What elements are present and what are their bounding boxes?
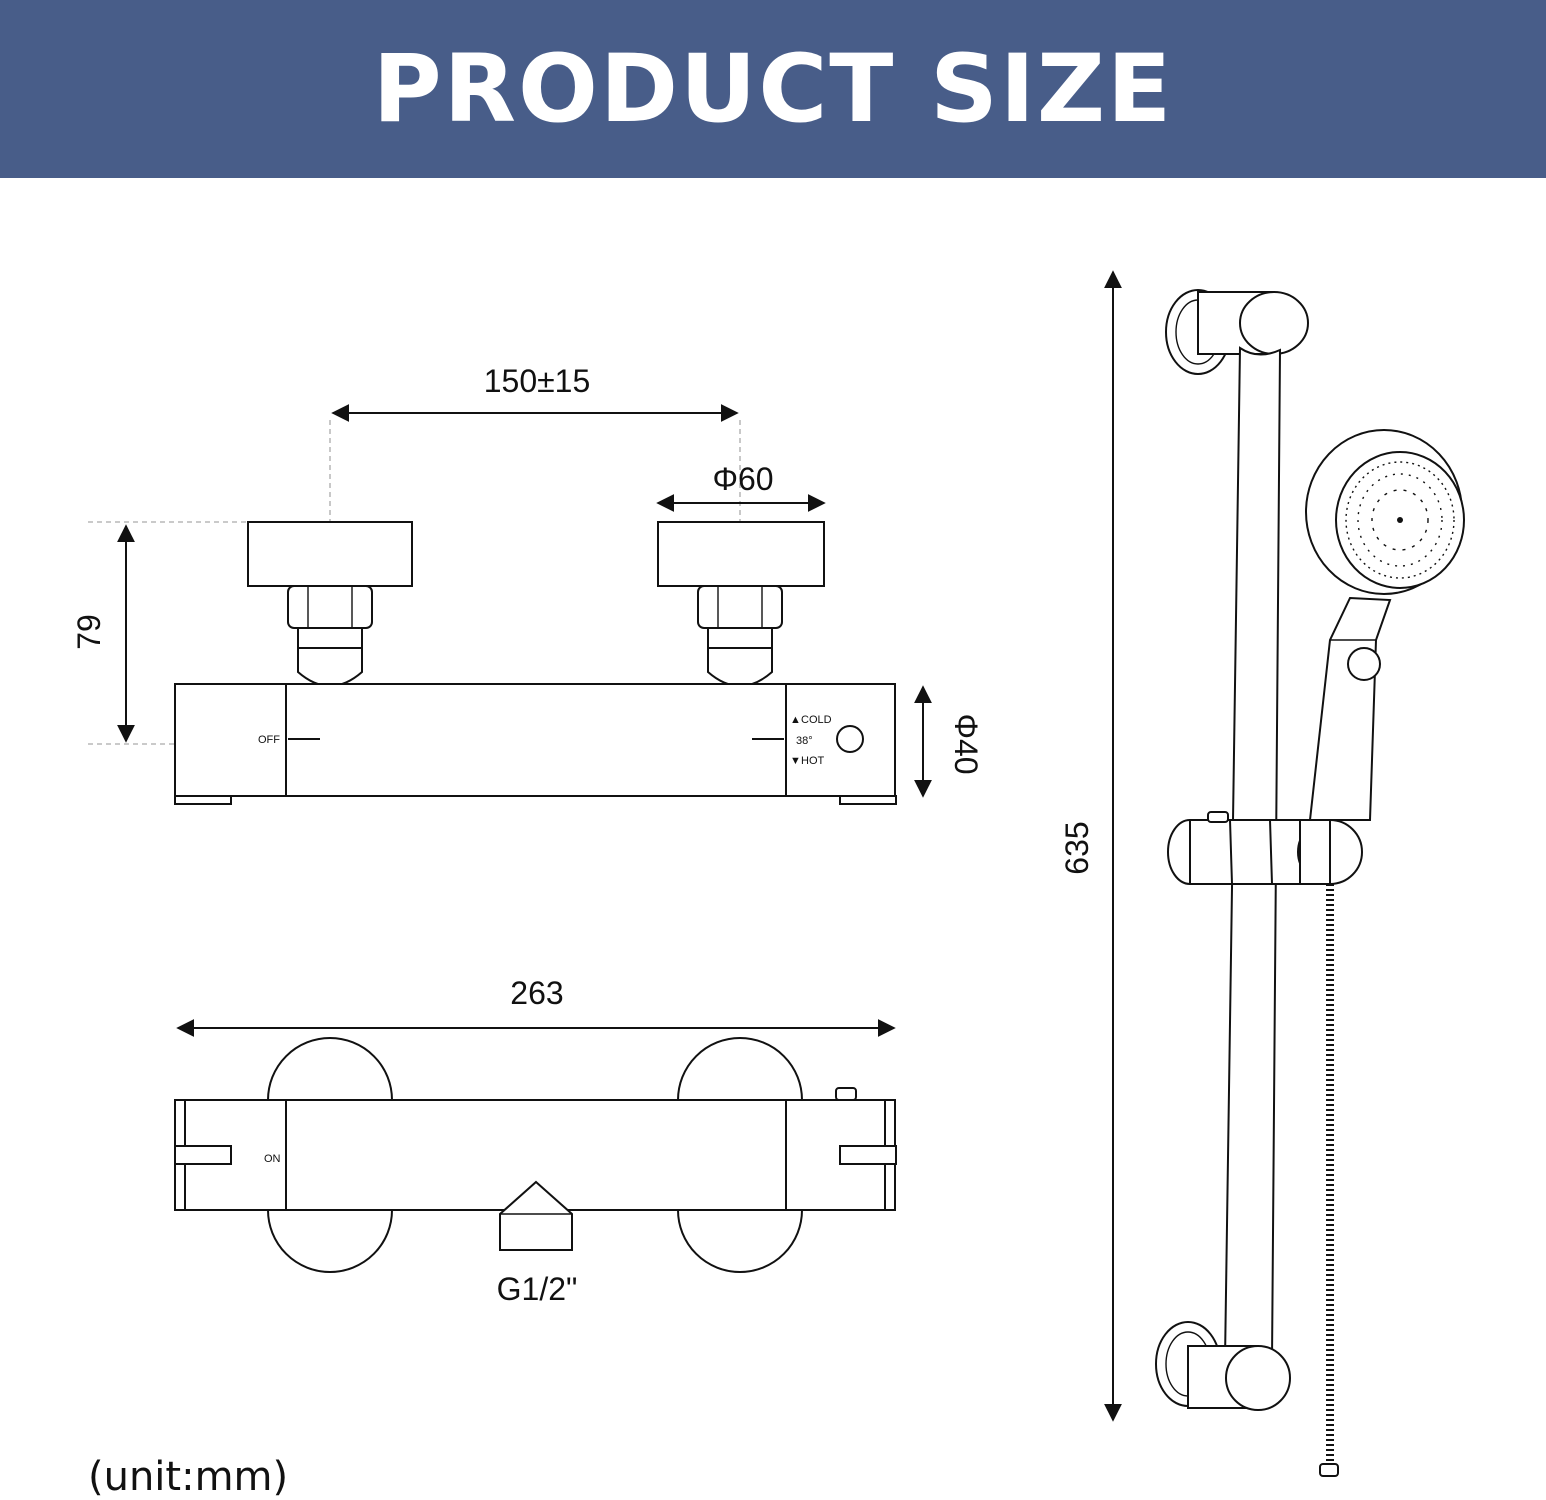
dim-inlet-spacing: 150±15 bbox=[484, 363, 591, 399]
page-title: PRODUCT SIZE bbox=[372, 34, 1174, 144]
safety-button-top bbox=[835, 1087, 857, 1101]
dim-body-diameter: Φ40 bbox=[948, 713, 984, 774]
bottom-bracket bbox=[1155, 1321, 1291, 1411]
foot-left bbox=[174, 795, 232, 805]
shower-rail-view: 635 bbox=[1059, 270, 1465, 1477]
safety-button bbox=[836, 725, 864, 753]
shower-head-icon bbox=[1305, 429, 1465, 595]
unit-note: (unit:mm) bbox=[88, 1454, 288, 1500]
hot-label: HOT bbox=[801, 755, 825, 767]
header-banner: PRODUCT SIZE bbox=[0, 0, 1546, 178]
wall-disc-right-top bbox=[677, 1037, 803, 1101]
wall-disc-left-top bbox=[267, 1037, 393, 1101]
dim-escutcheon-diameter: Φ60 bbox=[712, 461, 773, 497]
handle-lever-right bbox=[839, 1145, 897, 1165]
dim-depth: 79 bbox=[71, 614, 107, 650]
wall-disc-left-bottom bbox=[267, 1209, 393, 1273]
foot-right bbox=[839, 795, 897, 805]
on-label: ON bbox=[264, 1153, 281, 1165]
inlet-right bbox=[707, 647, 773, 687]
mode-button bbox=[1347, 647, 1381, 681]
cold-label: COLD bbox=[801, 714, 832, 726]
off-label: OFF bbox=[258, 734, 280, 746]
hex-nut-right bbox=[697, 585, 783, 649]
hose-end bbox=[1319, 1463, 1339, 1477]
handle-lever-left bbox=[174, 1145, 232, 1165]
top-bracket bbox=[1165, 289, 1309, 375]
valve-top-view: OFF ▲ COLD 38° ▼ HOT 150±15 Φ60 79 Φ40 bbox=[71, 363, 984, 805]
temp-label: 38° bbox=[796, 735, 813, 747]
escutcheon-right bbox=[657, 521, 825, 587]
rail-slider bbox=[1167, 811, 1363, 885]
dim-outlet-thread: G1/2" bbox=[497, 1271, 578, 1307]
wall-disc-right-bottom bbox=[677, 1209, 803, 1273]
escutcheon-left bbox=[247, 521, 413, 587]
dim-overall-length: 263 bbox=[510, 975, 563, 1011]
hot-arrow-icon: ▼ bbox=[790, 755, 801, 767]
outlet-fitting bbox=[499, 1180, 573, 1251]
dim-rail-height: 635 bbox=[1059, 821, 1095, 874]
valve-bottom-view: 263 ON G1/2" bbox=[174, 975, 897, 1307]
hand-shower-handle bbox=[1308, 596, 1392, 821]
inlet-left bbox=[297, 647, 363, 687]
cold-arrow-icon: ▲ bbox=[790, 714, 801, 726]
hex-nut-left bbox=[287, 585, 373, 649]
